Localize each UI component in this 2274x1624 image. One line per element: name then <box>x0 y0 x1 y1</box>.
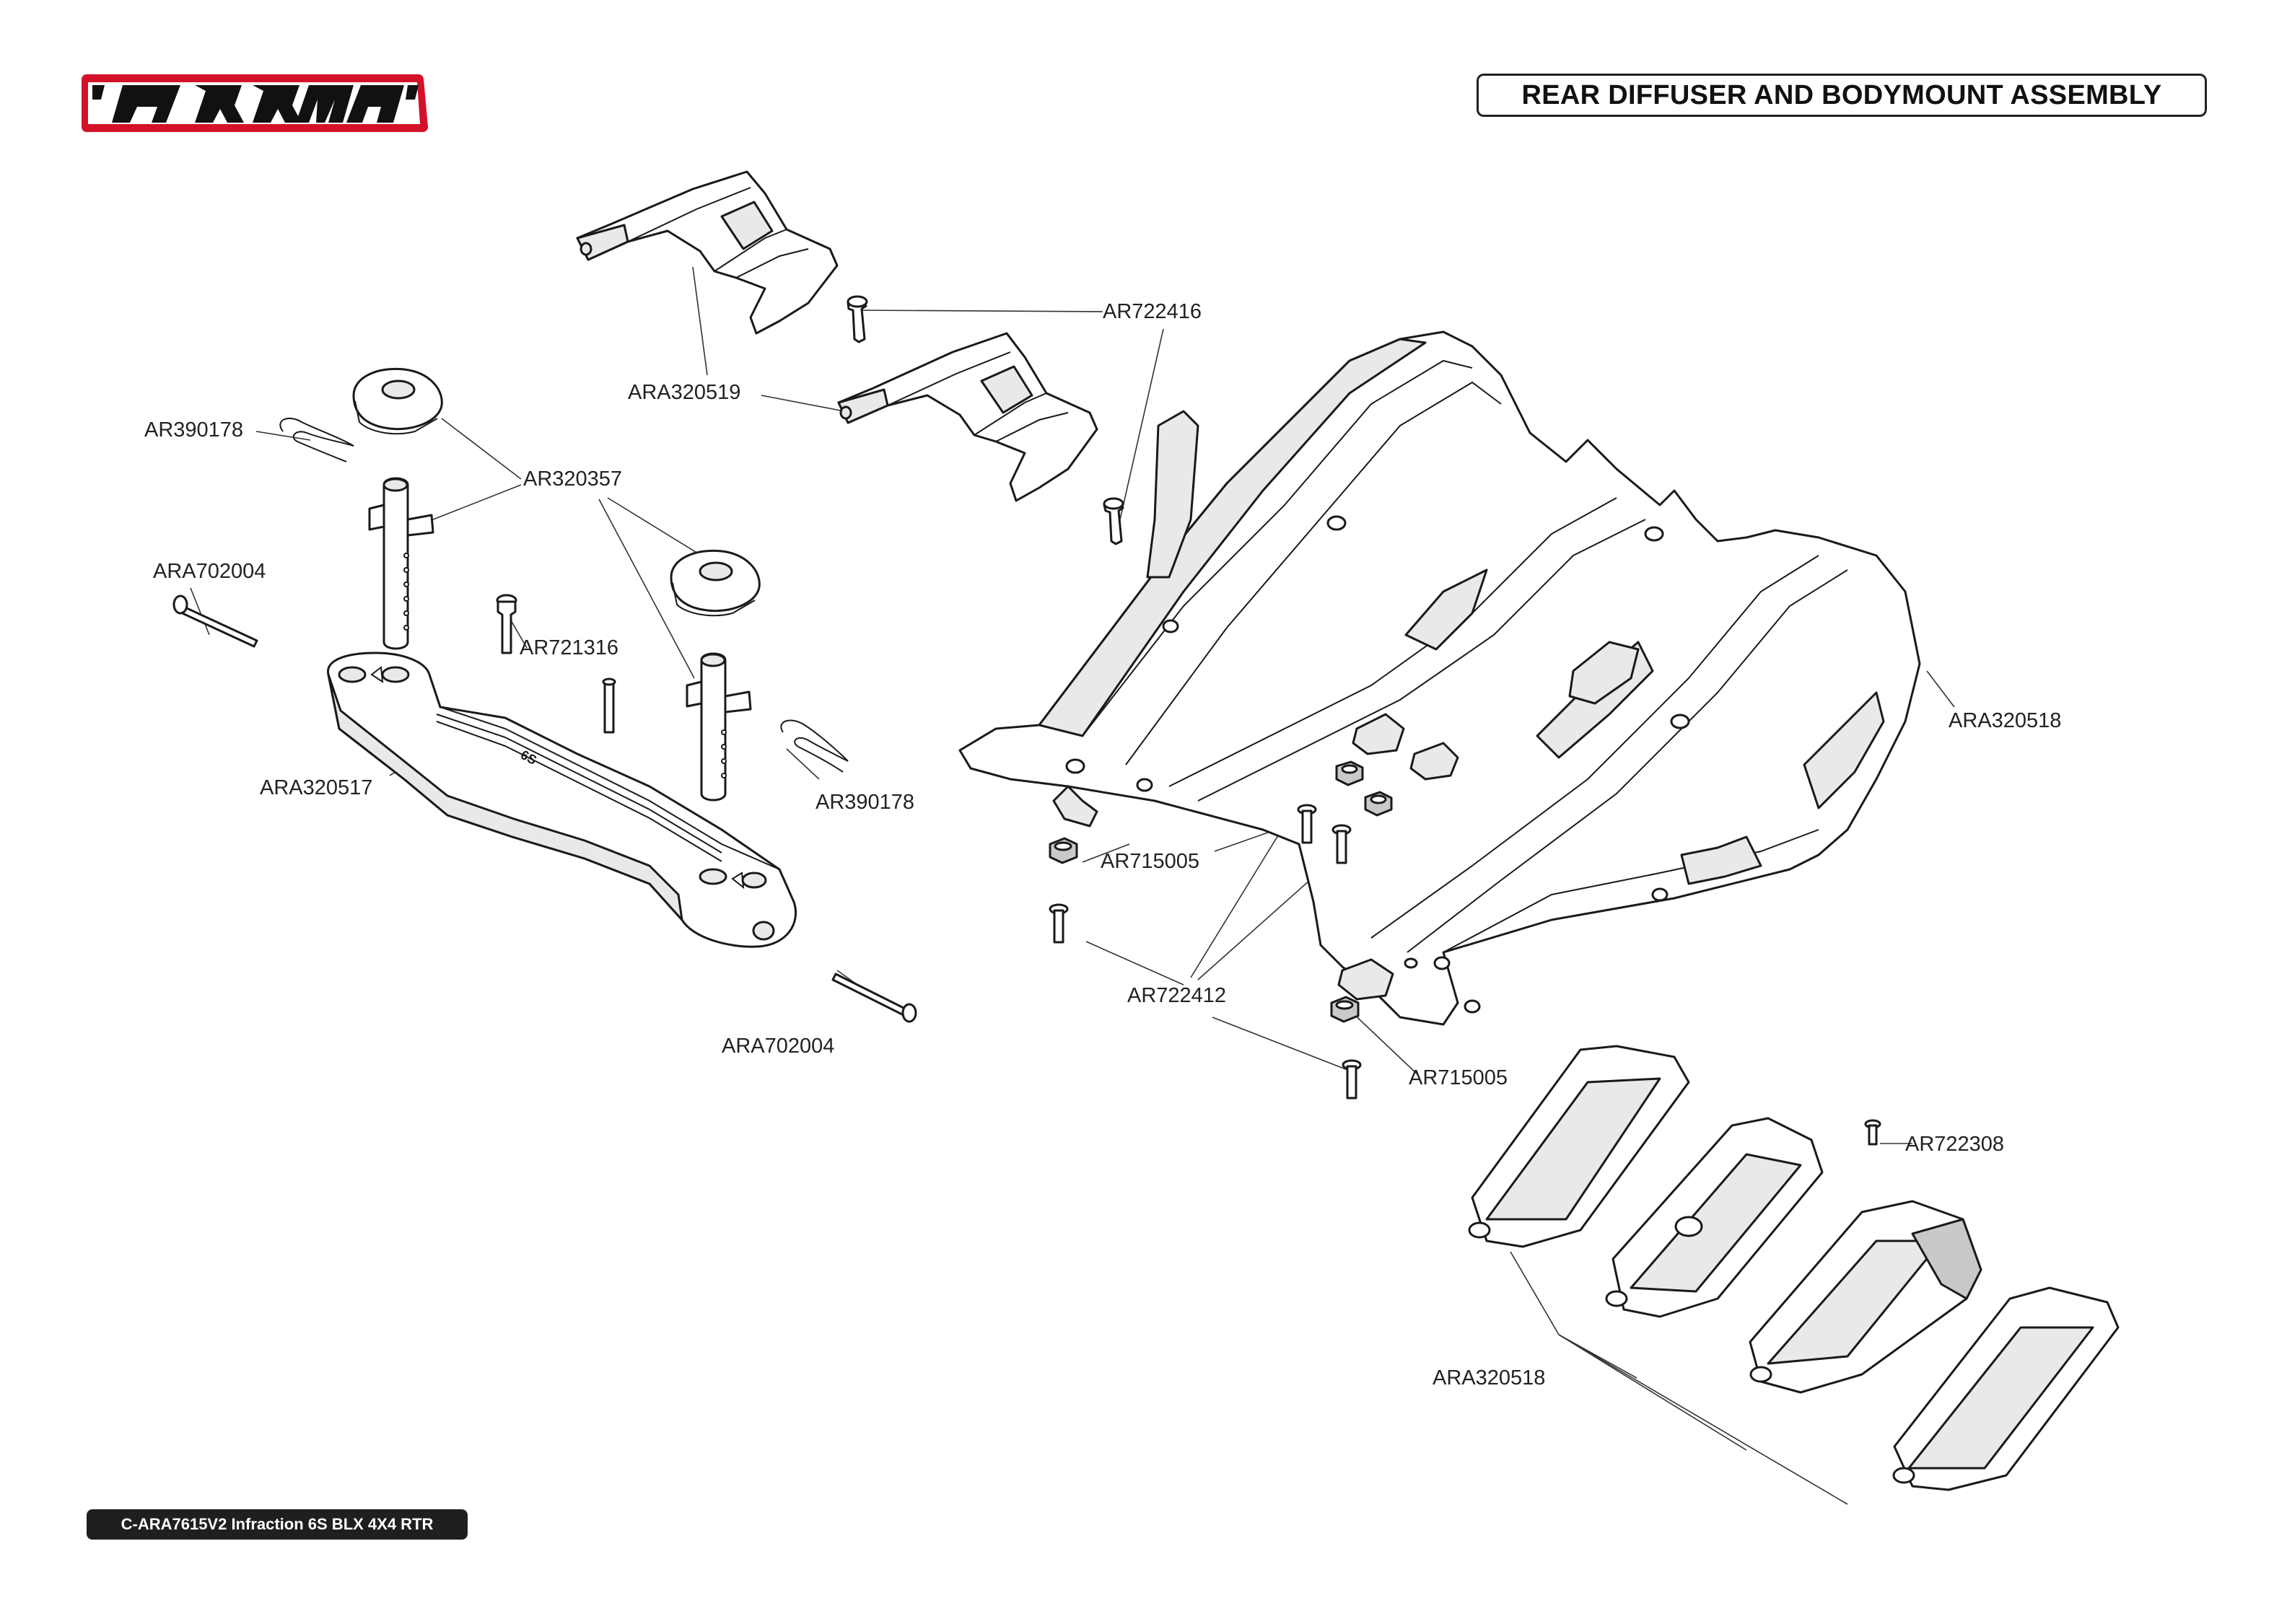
screw-ar722308 <box>1864 1119 1881 1146</box>
hinge-pin-left <box>172 594 258 648</box>
body-clip-bottom <box>780 719 849 773</box>
part-label: AR722308 <box>1905 1133 2005 1156</box>
body-post-right <box>686 652 752 802</box>
body-clip-top <box>279 418 354 462</box>
part-label: AR320357 <box>523 468 623 491</box>
body-mount-lower <box>837 332 1098 502</box>
part-label: AR390178 <box>815 791 915 814</box>
body-washer-top <box>352 367 443 435</box>
part-label: AR722412 <box>1127 984 1227 1007</box>
part-label: AR722416 <box>1103 300 1202 323</box>
diffuser-fin-3 <box>1749 1200 1982 1394</box>
part-label: ARA320518 <box>1949 709 2062 732</box>
part-label: AR715005 <box>1101 850 1200 873</box>
body-mount-upper <box>576 170 839 335</box>
part-label: ARA702004 <box>153 560 266 583</box>
screw-ar722412-set <box>1049 804 1362 1100</box>
screw-ar722416-bottom <box>1103 497 1124 545</box>
diffuser-fin-1 <box>1468 1045 1690 1248</box>
body-washer-bottom <box>670 549 761 617</box>
part-label: AR721316 <box>520 636 619 659</box>
part-label: AR390178 <box>144 418 244 442</box>
footer-model-badge: C-ARA7615V2 Infraction 6S BLX 4X4 RTR <box>87 1509 468 1540</box>
part-label: ARA702004 <box>722 1035 835 1058</box>
diffuser-main-ara320518 <box>958 330 1921 1026</box>
part-label: ARA320519 <box>628 381 741 404</box>
part-label: AR715005 <box>1409 1066 1508 1089</box>
nut-ar715005-upper <box>1335 760 1393 817</box>
body-post-left <box>368 477 434 650</box>
model-name: C-ARA7615V2 Infraction 6S BLX 4X4 RTR <box>121 1515 434 1533</box>
title-box: REAR DIFFUSER AND BODYMOUNT ASSEMBLY <box>1477 74 2207 117</box>
nut-ar715005-left <box>1049 837 1078 864</box>
part-label: ARA320518 <box>1433 1366 1546 1390</box>
diffuser-fin-2 <box>1605 1117 1824 1318</box>
nut-ar715005-lower <box>1330 996 1360 1023</box>
mount-bar-ara320517: 6S <box>327 651 797 948</box>
page-title: REAR DIFFUSER AND BODYMOUNT ASSEMBLY <box>1521 79 2162 110</box>
arrma-logo <box>82 74 428 132</box>
part-label: ARA320517 <box>260 776 373 799</box>
screw-ar722416-top <box>847 295 868 343</box>
diffuser-fin-4 <box>1892 1286 2120 1491</box>
hinge-pin-right <box>831 973 917 1023</box>
pin-ar721316 <box>496 594 616 734</box>
